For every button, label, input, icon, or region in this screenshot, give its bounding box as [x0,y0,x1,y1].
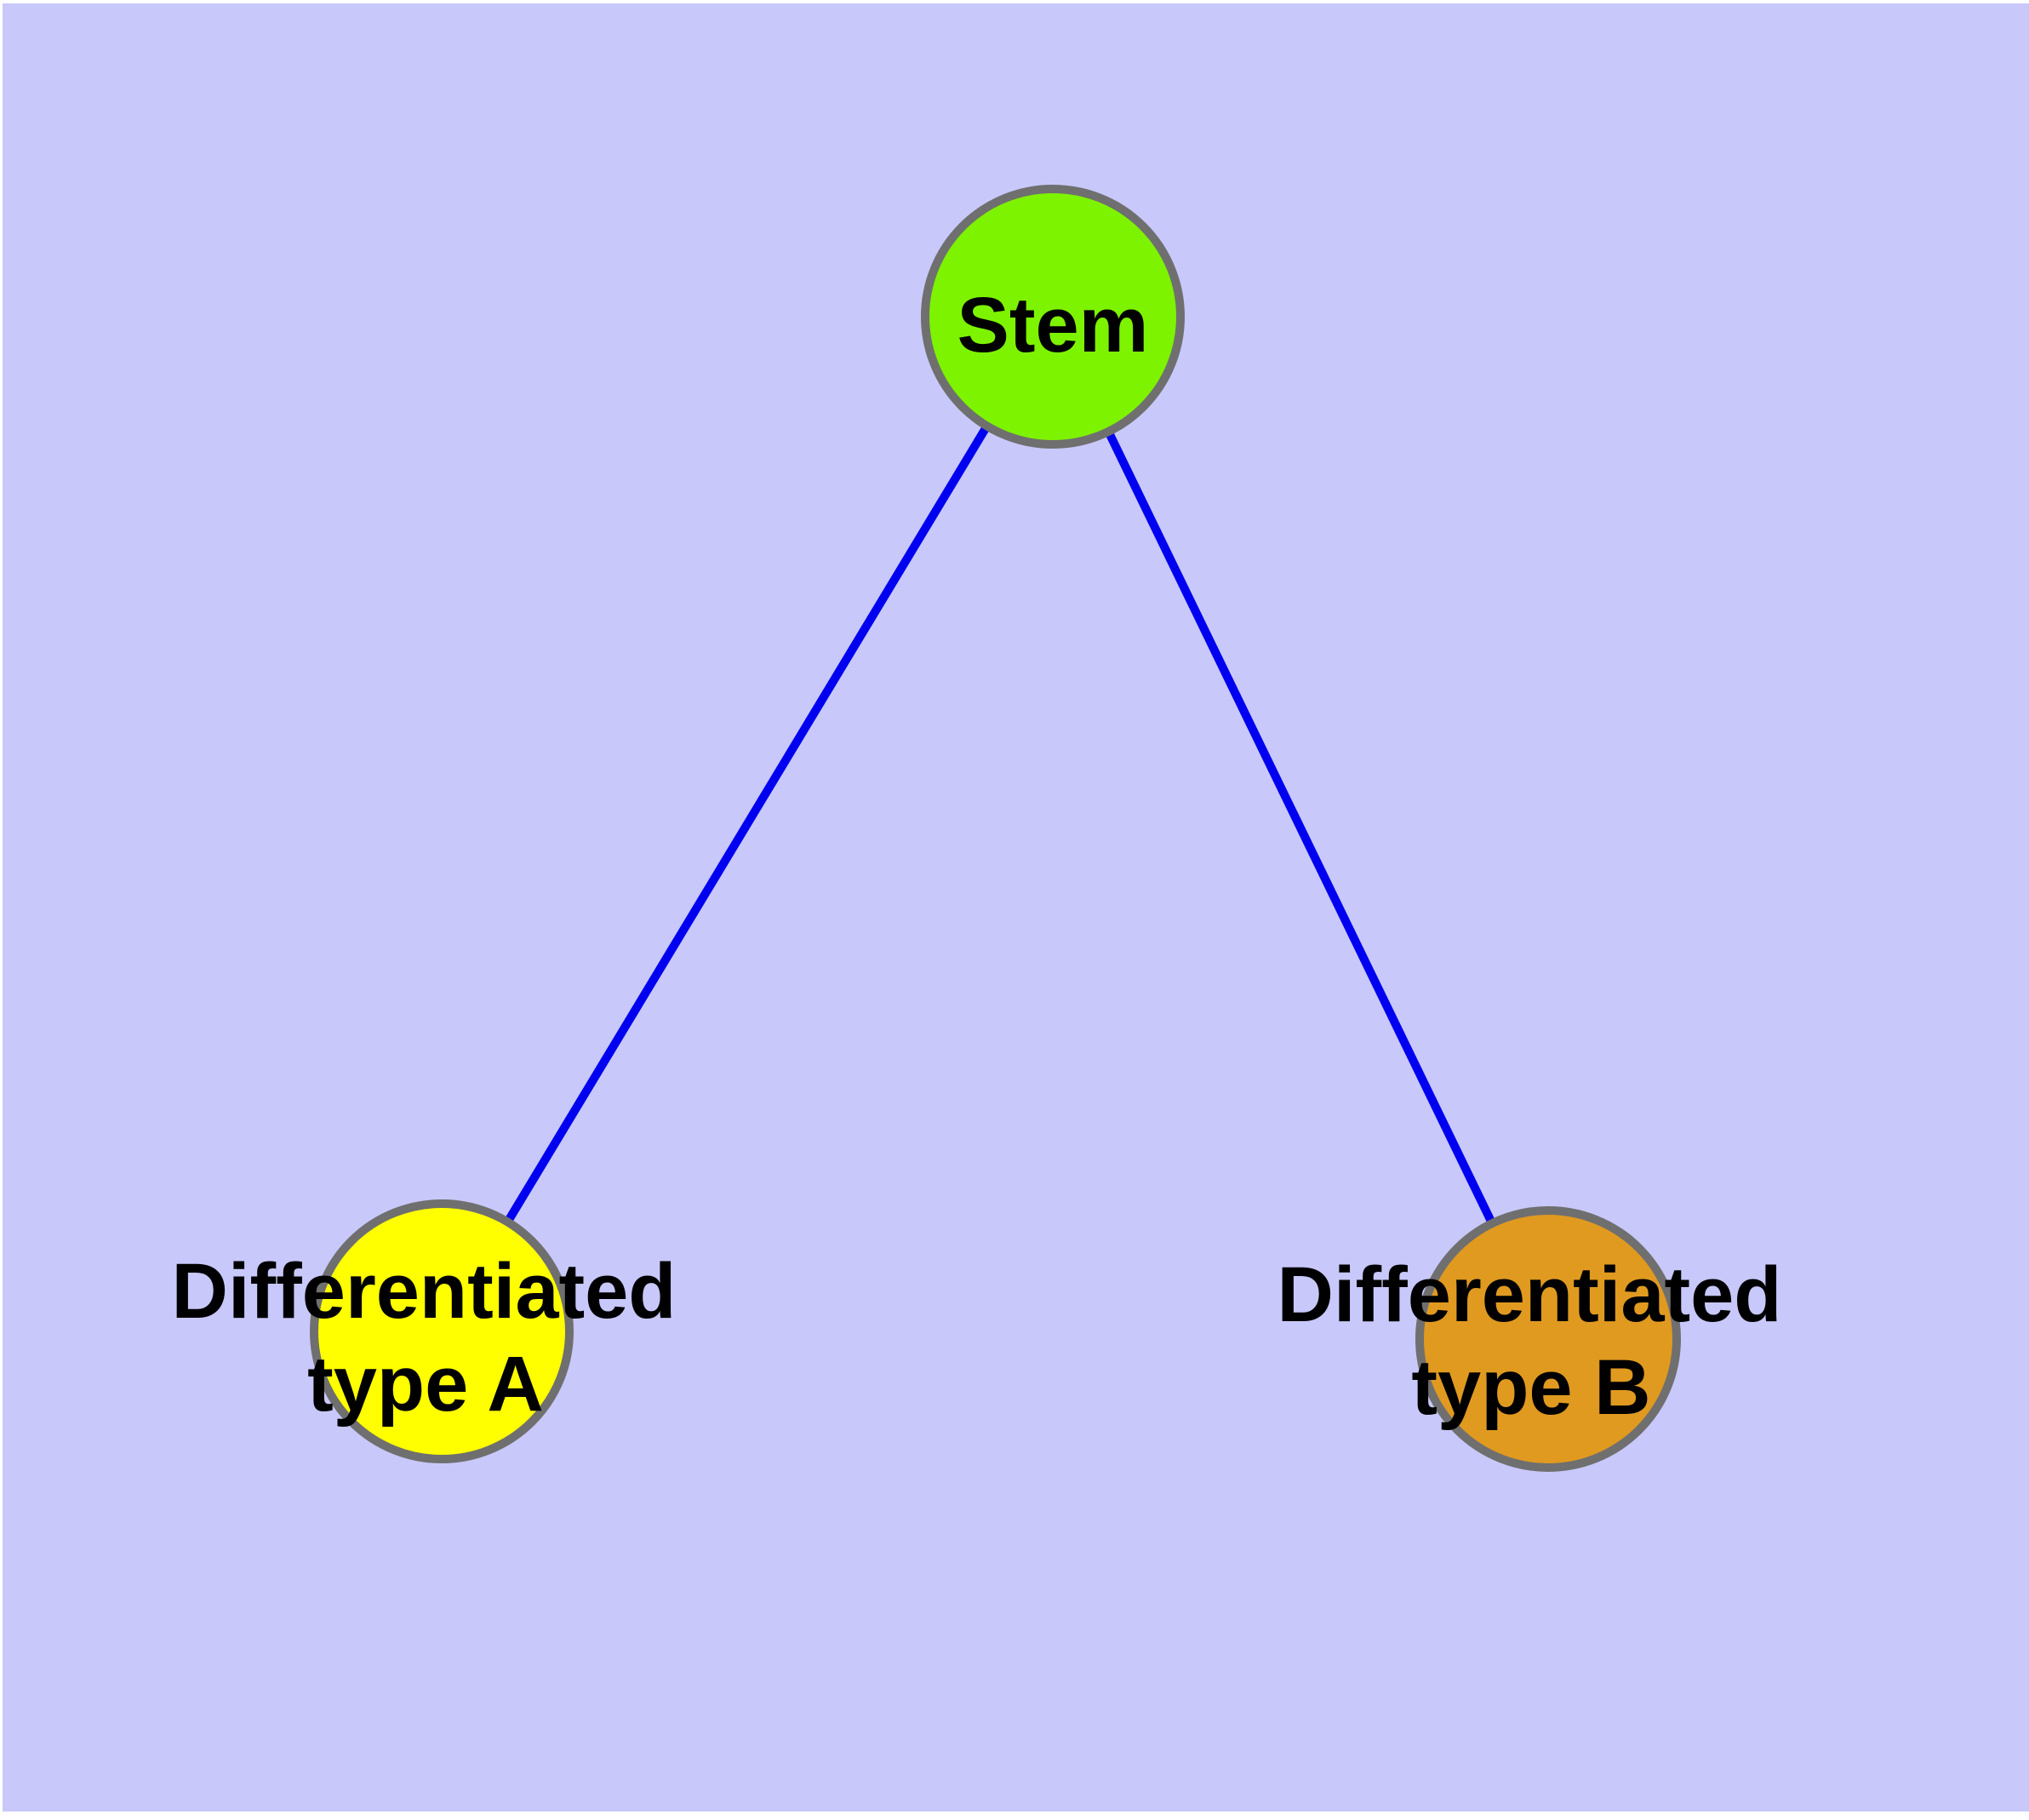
node-stem-circle [921,185,1185,449]
node-stem-label: Stem [957,282,1149,369]
node-type-b-label-line1: Differentiated [1277,1251,1782,1338]
node-type-a-label-line2: type A [307,1341,544,1428]
node-type-b-label-line2: type B [1411,1344,1650,1431]
edge-stem-to-type-a [437,314,1057,1334]
node-type-a-label-line1: Differentiated [172,1248,677,1335]
edge-stem-to-type-b [1049,314,1552,1342]
node-type-a-circle [310,1199,574,1463]
node-type-b-circle [1415,1206,1681,1472]
